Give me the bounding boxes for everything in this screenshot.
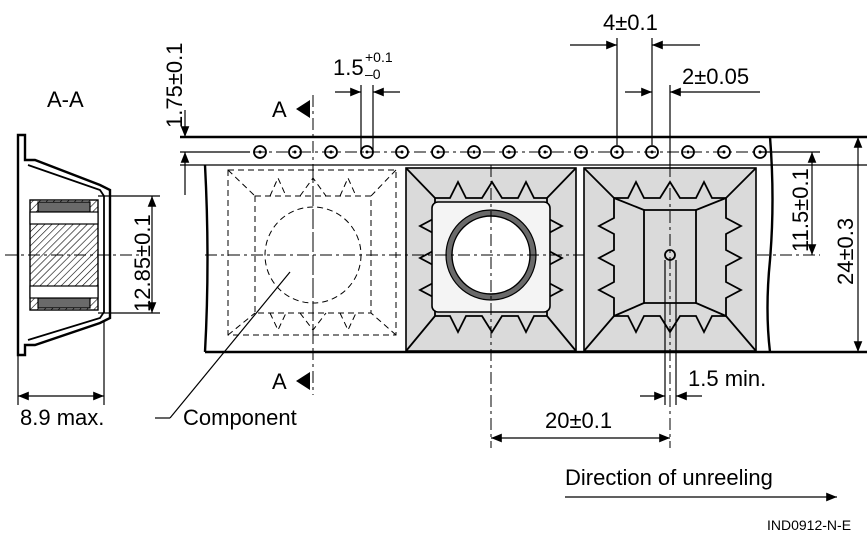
- sprocket-hole-center: [365, 150, 369, 154]
- tape-break-right: [766, 136, 774, 353]
- pocket-empty-hidden: [227, 169, 397, 345]
- pocket-step-right: [695, 197, 727, 317]
- component-callout: Component: [183, 405, 297, 430]
- dim-hole-tol-minus: –0: [365, 66, 381, 82]
- dim-top-pitch: 4±0.1: [603, 10, 658, 35]
- section-arrow-bottom: [296, 372, 310, 390]
- section-marker-bottom: A: [272, 369, 287, 394]
- section-gap-top: [29, 211, 99, 225]
- dim-hole-pitch: 2±0.05: [682, 64, 749, 89]
- section-a-a-view: A-A 12.85±0.1 8.9 max.: [5, 87, 160, 430]
- tape-dimensions: 1.75±0.1 1.5 +0.1 –0 4±0.1 2±0.05 11.5±0…: [162, 10, 867, 443]
- dim-pocket-pitch: 20±0.1: [545, 408, 612, 433]
- sprocket-hole-center: [686, 150, 690, 154]
- pocket-corner: [583, 315, 615, 352]
- pocket-corner: [583, 167, 615, 199]
- pocket-corner: [546, 167, 577, 199]
- section-winding-top: [37, 201, 91, 213]
- pocket-with-component: [205, 165, 820, 448]
- pocket-corner: [405, 315, 436, 352]
- pocket-corner: [405, 167, 436, 199]
- carrier-tape-view: [180, 135, 867, 448]
- pocket-corner-hidden: [370, 169, 397, 197]
- pocket-corner-hidden: [227, 312, 256, 336]
- pocket-empty: [583, 165, 757, 448]
- drawing-code: IND0912-N-E: [767, 517, 851, 533]
- pocket-corner: [725, 167, 757, 199]
- dim-track-offset: 11.5±0.1: [788, 168, 813, 252]
- pocket-step-left: [613, 197, 645, 317]
- dim-component-height: 12.85±0.1: [130, 214, 155, 312]
- pocket-corner-hidden: [227, 169, 256, 197]
- dim-hole-diameter: 1.5: [333, 55, 364, 80]
- section-gap-bottom: [29, 285, 99, 299]
- section-arrow-top: [296, 100, 310, 118]
- dim-depth-max: 8.9 max.: [20, 405, 104, 430]
- sprocket-hole-center: [472, 150, 476, 154]
- pocket-corner: [725, 315, 757, 352]
- section-marker-top: A: [272, 97, 287, 122]
- pocket-corner: [546, 315, 577, 352]
- dim-slot-min: 1.5 min.: [688, 366, 766, 391]
- tape-break-left: [203, 164, 209, 353]
- section-a-a-label: A-A: [47, 87, 84, 112]
- pocket-corner-hidden: [370, 312, 397, 336]
- section-winding-bottom: [37, 297, 91, 309]
- annotations: Component Direction of unreeling IND0912…: [155, 271, 851, 533]
- section-inner-wall: [27, 164, 105, 341]
- pocket-outline-hidden: [227, 169, 397, 336]
- section-outer-profile: [16, 133, 112, 357]
- dim-tape-width: 24±0.3: [833, 218, 858, 285]
- component-leader-line: [169, 271, 291, 419]
- dim-edge-offset: 1.75±0.1: [162, 43, 187, 128]
- dim-hole-tol-plus: +0.1: [365, 49, 393, 65]
- section-markers: A A: [272, 95, 314, 395]
- direction-label: Direction of unreeling: [565, 465, 773, 490]
